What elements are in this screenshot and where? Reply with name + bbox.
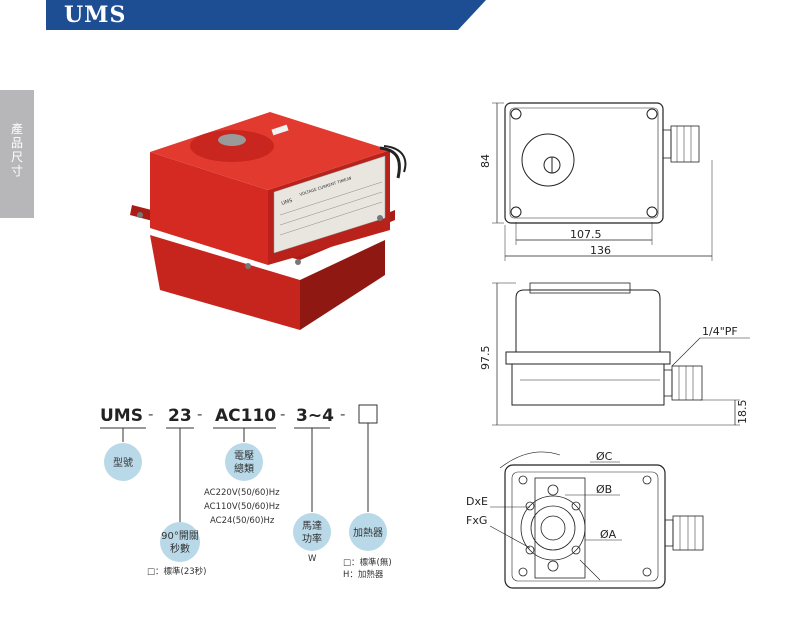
label-seconds-2: 秒數 [170,542,190,555]
dim-bottom-dxe: DxE [466,495,488,508]
header-band [46,0,486,30]
voltage-option-1: AC220V(50/60)Hz [204,488,280,498]
model-code-seconds: 23 [168,406,192,426]
side-tab [0,90,34,218]
label-heater: 加熱器 [353,526,383,539]
dim-top-inner-width: 107.5 [570,228,602,241]
voltage-option-2: AC110V(50/60)Hz [204,502,280,512]
heater-note-2: H：加熱器 [343,569,384,580]
motor-unit: W [308,554,317,564]
label-type: 型號 [113,456,133,469]
bubble-heater [349,513,387,551]
bottom-view-drawing [489,451,704,589]
dim-top-outer-width: 136 [590,244,611,257]
dim-top-height: 84 [479,154,492,168]
actuator-label-brand: UMS [281,198,293,207]
heater-note-1: □：標準(無) [343,557,392,568]
top-view-drawing [492,102,713,261]
heater-box [358,404,378,424]
voltage-option-3: AC24(50/60)Hz [210,516,275,526]
model-code-sep-2: - [197,405,202,423]
bubble-type [104,443,142,481]
label-voltage-1: 電壓 [234,450,254,462]
label-motor-2: 功率 [302,532,322,545]
dim-bottom-a: ØA [600,528,617,541]
model-code-sep-1: - [148,405,153,423]
model-code-sep-3: - [280,405,285,423]
dim-side-base: 18.5 [736,400,749,425]
model-code-motor: 3~4 [296,406,334,426]
model-code-voltage: AC110 [215,406,276,426]
model-code-sep-4: - [340,405,345,423]
label-voltage-2: 總類 [234,462,254,475]
bubble-voltage [225,443,263,481]
page-title: UMS [64,2,127,28]
dim-side-height: 97.5 [479,346,492,371]
bubble-seconds [160,522,200,562]
side-tab-label: 產品尺寸 [10,122,23,178]
seconds-note: □：標準(23秒) [147,566,206,577]
model-code-type: UMS [100,406,143,426]
bubble-motor [293,513,331,551]
dim-bottom-b: ØB [596,483,612,496]
side-view-drawing [492,282,750,426]
dim-bottom-fxg: FxG [466,514,487,527]
label-seconds-1: 90°開關 [161,530,199,542]
label-motor-1: 馬達 [302,520,322,532]
dim-conduit: 1/4"PF [702,325,738,338]
dim-bottom-c: ØC [596,450,613,463]
actuator-photo: UMS VOLTAGE CURRENT TIME/W [130,112,407,330]
model-code: UMS - 23 - AC110 - 3~4 - [100,404,378,522]
